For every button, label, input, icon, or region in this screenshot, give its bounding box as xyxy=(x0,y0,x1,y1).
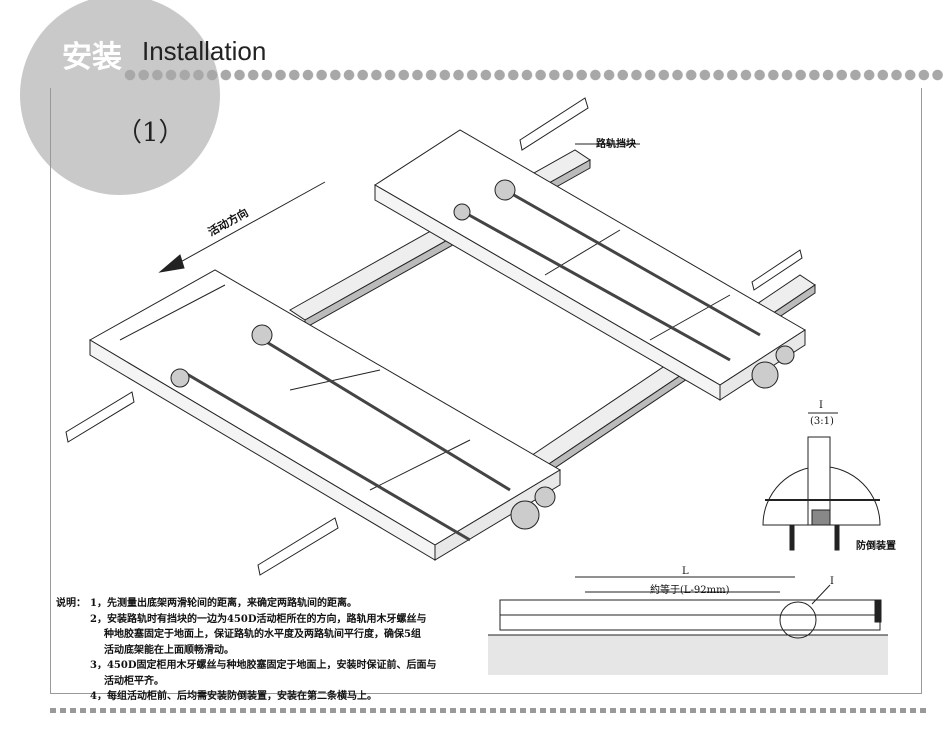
direction-arrow xyxy=(158,181,326,273)
header-dotted-divider xyxy=(124,69,944,81)
side-elevation xyxy=(488,576,888,675)
note-4: 4，每组活动柜前、后均需安装防倒装置，安装在第二条横马上。 xyxy=(90,691,377,702)
detail-scale: (3:1) xyxy=(810,416,834,427)
header-circle-badge xyxy=(20,0,220,195)
detail-view-i xyxy=(762,412,881,551)
note-1: 1，先测量出底架两滑轮间的距离，来确定两路轨间的距离。 xyxy=(90,598,357,609)
length-label: L xyxy=(682,566,689,577)
rail-stopper-brackets xyxy=(65,97,803,576)
title-chinese: 安装 xyxy=(62,40,122,75)
title-english: Installation xyxy=(142,36,267,66)
diagram-frame xyxy=(50,88,922,694)
approx-length-label: 約等于(L-92mm) xyxy=(650,585,730,596)
note-2-line-3: 活动底架能在上面顺畅滑动。 xyxy=(104,644,234,656)
installation-notes: 说明： 1，先测量出底架两滑轮间的距离，来确定两路轨间的距离。 2，安装路轨时有挡… xyxy=(56,596,437,705)
note-2: 2，安装路轨时有挡块的一边为450D活动柜所在的方向，路轨用木牙螺丝与 xyxy=(90,613,427,625)
note-3-line-2: 活动柜平齐。 xyxy=(104,675,164,687)
footer-dashed-divider xyxy=(50,708,930,713)
front-mobile-base-frame xyxy=(88,269,561,561)
anti-tip-device-label: 防倒装置 xyxy=(856,541,896,552)
detail-marker: I xyxy=(819,400,823,411)
note-3: 3，450D固定柜用木牙螺丝与种地胶塞固定于地面上，安装时保证前、后面与 xyxy=(90,660,437,671)
section-marker: I xyxy=(830,576,834,587)
step-number: （1） xyxy=(116,118,185,148)
rear-mobile-base-frame xyxy=(374,129,806,401)
note-2-line-2: 种地胶塞固定于地面上，保证路轨的水平度及两路轨间平行度，确保5组 xyxy=(104,629,421,640)
notes-prefix: 说明： xyxy=(56,598,86,609)
rail-stopper-label: 路轨挡块 xyxy=(596,139,636,150)
